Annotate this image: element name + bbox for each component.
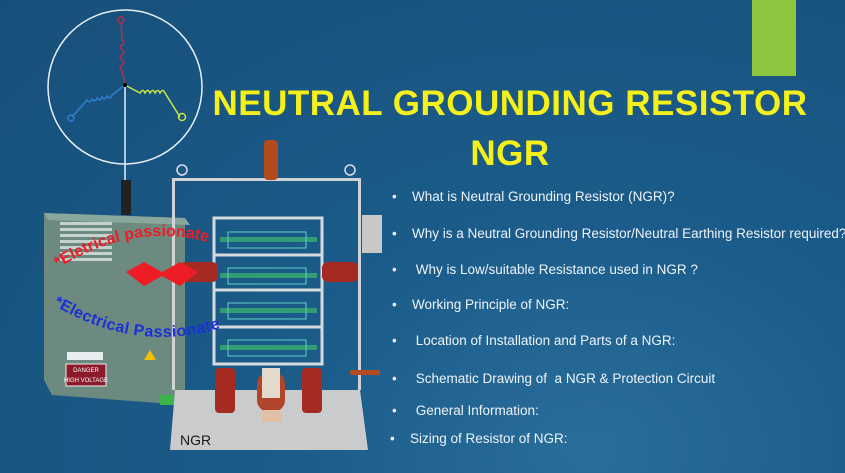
bullet-icon: • [392,403,397,418]
bullet-icon: • [392,297,397,312]
list-item-text: Sizing of Resistor of NGR: [410,431,568,446]
list-item: • Schematic Drawing of a NGR & Protectio… [392,371,715,387]
list-item: • Sizing of Resistor of NGR: [390,431,568,447]
bullet-icon: • [392,189,397,204]
list-item-text: What is Neutral Grounding Resistor (NGR)… [412,189,675,204]
transformer: DANGER HIGH VOLTAGE [44,180,190,405]
list-item-text: Why is a Neutral Grounding Resistor/Neut… [412,226,845,241]
star-winding-diagram [47,9,203,185]
list-item: • What is Neutral Grounding Resistor (NGR… [392,189,675,205]
list-item-text: Schematic Drawing of a NGR & Protection … [412,371,716,386]
bullet-icon: • [392,371,397,386]
accent-bar [752,0,796,76]
list-item: • Why is a Neutral Grounding Resistor/Neu… [392,226,845,242]
bullet-icon: • [390,431,395,446]
list-item: • Location of Installation and Parts of … [392,333,675,349]
slide-subtitle: NGR [470,134,550,173]
list-item-text: Working Principle of NGR: [412,297,570,312]
danger-sign-text: DANGER [73,368,99,374]
list-item-text: Location of Installation and Parts of a … [412,333,676,348]
ngr-image-label: NGR [180,432,212,448]
slide-title: NEUTRAL GROUNDING RESISTOR [212,84,808,123]
danger-sign-text: HIGH VOLTAGE [64,378,108,384]
list-item: • Why is Low/suitable Resistance used in… [392,262,698,278]
list-item: • Working Principle of NGR: [392,297,569,313]
ngr-enclosure [170,140,382,450]
bullet-icon: • [392,262,397,277]
list-item: • General Information: [392,403,539,419]
list-item-text: General Information: [412,403,539,418]
list-item-text: Why is Low/suitable Resistance used in N… [412,262,698,277]
bullet-icon: • [392,333,397,348]
bullet-icon: • [392,226,397,241]
